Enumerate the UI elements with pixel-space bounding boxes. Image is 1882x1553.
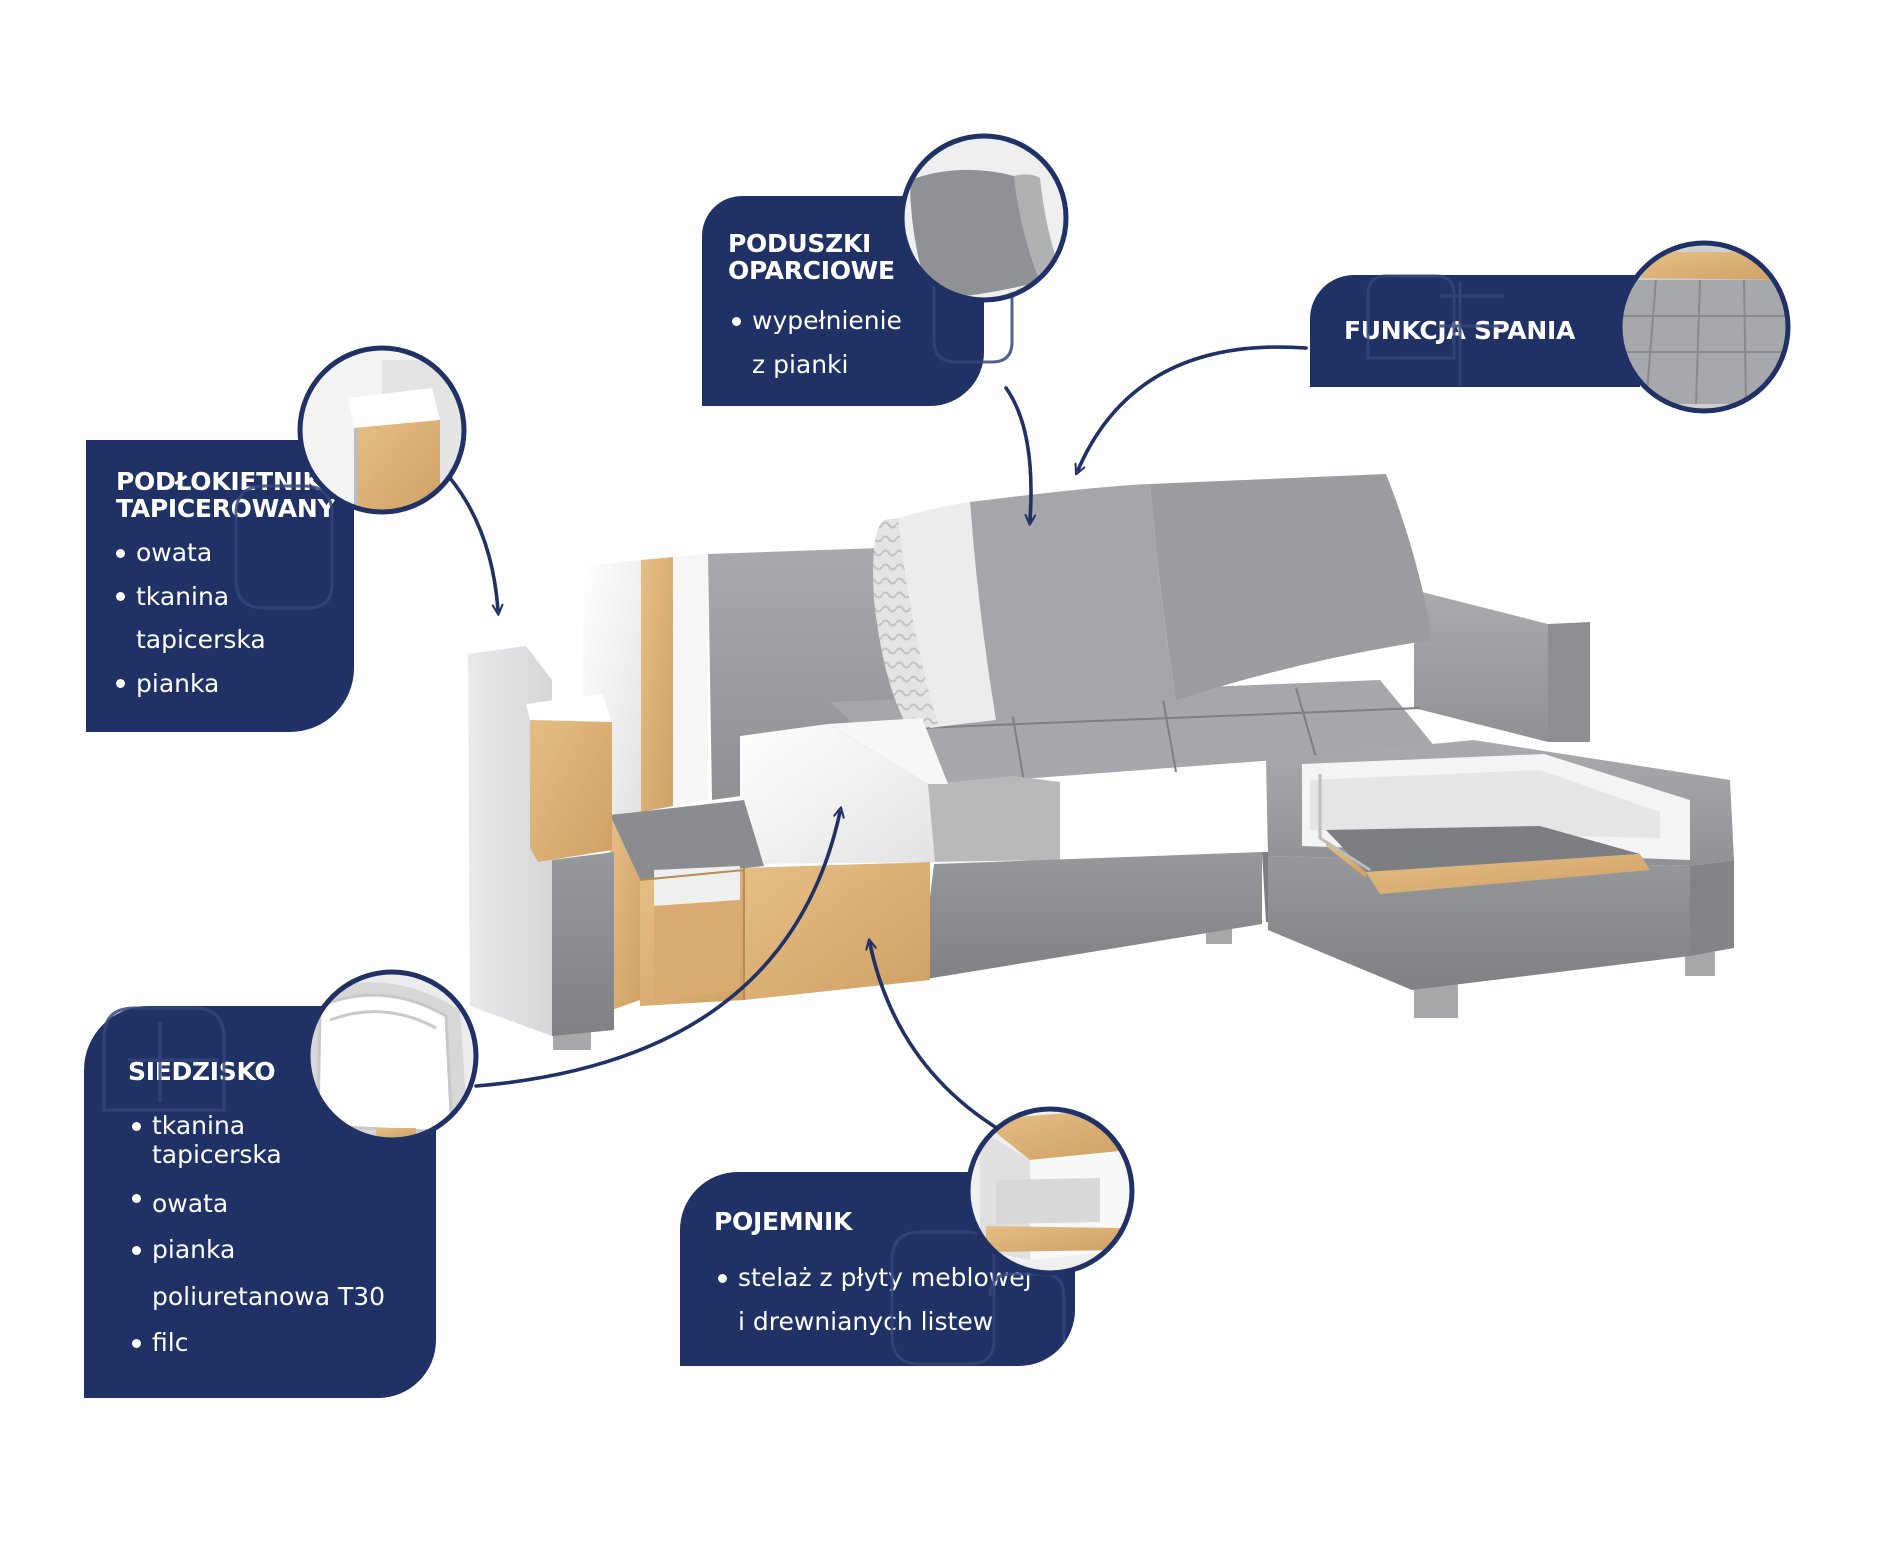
callout-sleep-function: FUNKCJA SPANIA: [1310, 275, 1640, 387]
armrest-title-line-2: TAPICEROWANY: [116, 494, 336, 523]
armrest-item: pianka: [114, 662, 266, 706]
storage-materials-list: stelaż z płyty meblowej i drewnianych li…: [716, 1256, 1032, 1344]
seat-materials-list: tkanina tapicerska owata pianka poliuret…: [130, 1111, 385, 1367]
seat-item: owata: [130, 1169, 385, 1227]
chaise-longue: [1266, 740, 1734, 990]
cushions-title-line-1: PODUSZKI: [728, 229, 872, 258]
seat-item: pianka: [130, 1227, 385, 1274]
right-armrest: [1414, 590, 1590, 742]
cushions-item-continued: z pianki: [752, 349, 849, 379]
armrest-item: tkanina: [114, 575, 266, 619]
armrest-title-line-1: PODŁOKIETNIK: [116, 467, 322, 496]
seat-item-continued: poliuretanowa T30: [152, 1281, 386, 1311]
storage-item-continued: i drewnianych listew: [738, 1307, 994, 1336]
back-cushions: [873, 474, 1432, 730]
storage-title: POJEMNIK: [714, 1207, 853, 1236]
armrest-materials-list: owata tkanina tapicerska pianka: [114, 531, 266, 705]
storage-item: stelaż z płyty meblowej: [716, 1256, 1032, 1300]
callout-storage: POJEMNIK stelaż z płyty meblowej i drewn…: [680, 1172, 1075, 1366]
callout-armrest: PODŁOKIETNIK TAPICEROWANY owata tkanina …: [86, 440, 354, 732]
sleep-title: FUNKCJA SPANIA: [1344, 316, 1576, 345]
cushions-materials-list: wypełnienie z pianki: [730, 299, 902, 386]
armrest-item: owata: [114, 531, 266, 575]
seat-item: tkanina: [130, 1111, 385, 1140]
cushions-title-line-2: OPARCIOWE: [728, 256, 895, 285]
left-seat-cutaway: [610, 718, 948, 1010]
callout-back-cushions: PODUSZKI OPARCIOWE wypełnienie z pianki: [702, 196, 984, 406]
seat-item: filc: [130, 1320, 385, 1367]
cushions-item: wypełnienie: [730, 299, 902, 343]
armrest-title: PODŁOKIETNIK TAPICEROWANY: [116, 467, 336, 523]
left-armrest: [468, 646, 614, 1036]
seat-title: SIEDZISKO: [128, 1057, 276, 1086]
cushions-title: PODUSZKI OPARCIOWE: [728, 230, 895, 284]
seat-item-continued: tapicerska: [152, 1140, 282, 1169]
callout-seat: SIEDZISKO tkanina tapicerska owata piank…: [84, 1006, 436, 1398]
armrest-item-continued: tapicerska: [136, 625, 266, 654]
